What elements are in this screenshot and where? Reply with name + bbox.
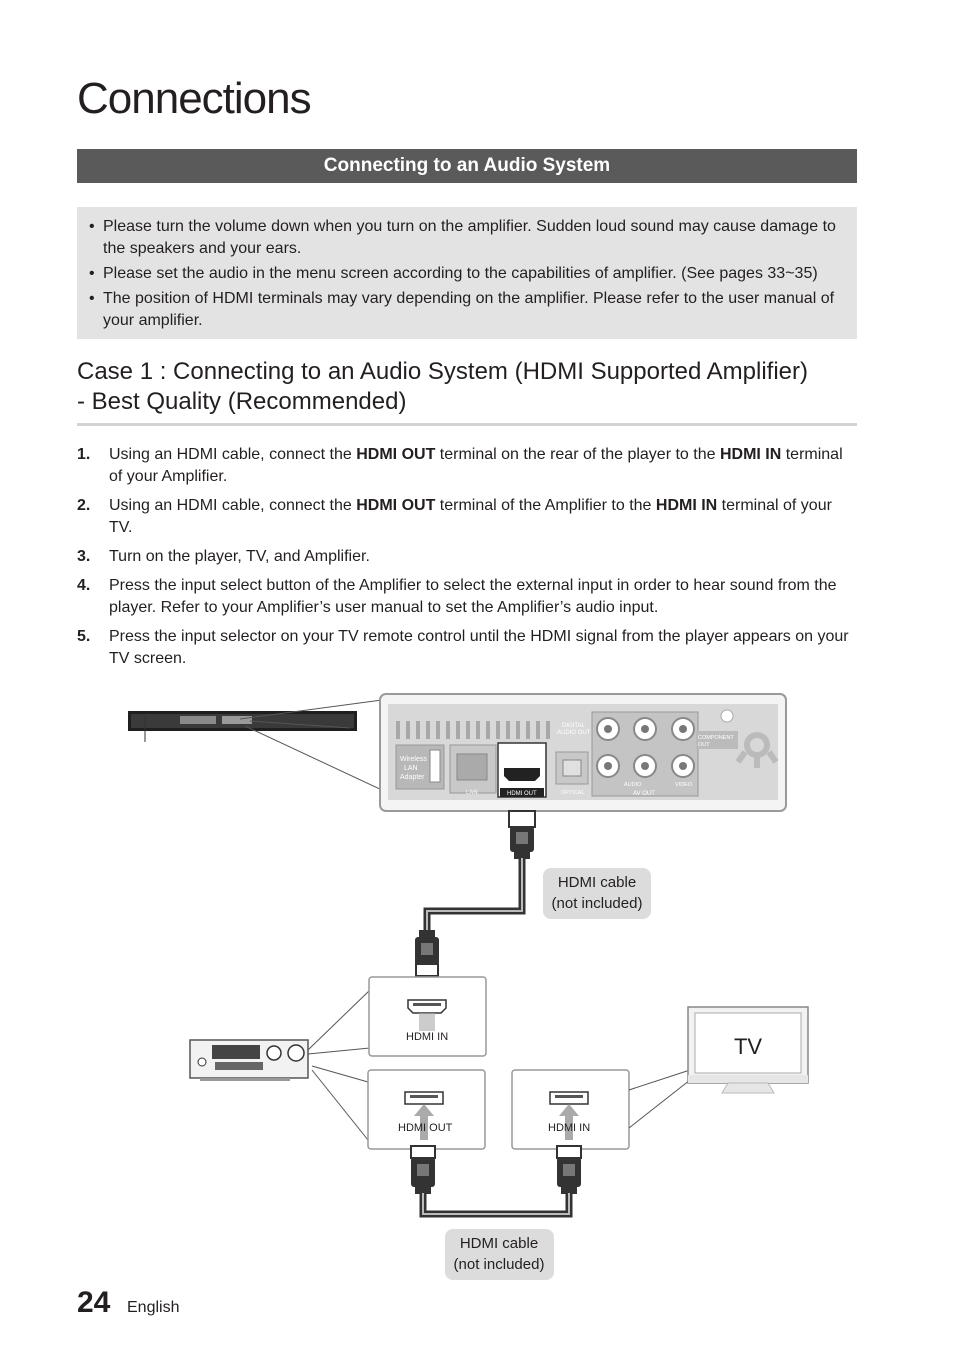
hdmi-cable-1 — [415, 810, 536, 977]
zoom-line — [307, 1047, 371, 1055]
av-out-label: AV OUT — [633, 791, 655, 797]
zoom-line — [311, 1065, 369, 1083]
optical-label: OPTICAL — [561, 790, 585, 796]
page-title: Connections — [77, 74, 312, 123]
zoom-line — [307, 989, 371, 1051]
hdmi-out-port-label: HDMI OUT — [507, 791, 537, 797]
page-number: 24 — [77, 1286, 111, 1319]
step-text: Turn on the player, TV, and Amplifier. — [109, 548, 370, 565]
step-item: 3. Turn on the player, TV, and Amplifier… — [77, 546, 857, 568]
hdmi-cable-2 — [410, 1145, 582, 1218]
amp-hdmi-in-label: HDMI IN — [406, 1031, 448, 1043]
bullet-icon: • — [89, 218, 95, 235]
wireless-lan-label: Wireless — [400, 756, 427, 763]
note-text: Please turn the volume down when you tur… — [103, 218, 836, 257]
case-heading: Case 1 : Connecting to an Audio System (… — [77, 357, 857, 426]
step-number: 5. — [77, 628, 91, 645]
zoom-line — [311, 1069, 369, 1141]
audio-label: AUDIO — [624, 782, 642, 788]
note-item: • The position of HDMI terminals may vary… — [89, 288, 847, 332]
note-item: • Please turn the volume down when you tu… — [89, 216, 847, 260]
note-text: Please set the audio in the menu screen … — [103, 265, 818, 282]
section-heading-bar: Connecting to an Audio System — [77, 149, 857, 183]
section-heading: Connecting to an Audio System — [323, 155, 611, 176]
zoom-line — [628, 1079, 691, 1129]
digital-audio-out-label: DIGITAL — [562, 723, 586, 729]
zoom-line — [244, 725, 383, 791]
svg-text:AUDIO OUT: AUDIO OUT — [557, 730, 591, 736]
amp-hdmi-out-port: HDMI OUT — [367, 1069, 486, 1150]
cable-callout-1-line1: HDMI cable — [558, 874, 636, 891]
bullet-icon: • — [89, 290, 95, 307]
step-list: 1. Using an HDMI cable, connect the HDMI… — [77, 444, 857, 677]
component-out-label: COMPONENT — [698, 735, 734, 741]
svg-text:LAN: LAN — [404, 765, 418, 772]
note-text: The position of HDMI terminals may vary … — [103, 290, 835, 329]
svg-text:Adapter: Adapter — [400, 774, 425, 781]
step-number: 2. — [77, 497, 91, 514]
connection-diagram: Wireless LAN Adapter LAN HDMI OUT DIGITA… — [128, 693, 809, 1280]
cable-callout-2-line2: (not included) — [454, 1256, 545, 1273]
step-number: 4. — [77, 577, 91, 594]
cable-callout-2-line1: HDMI cable — [460, 1235, 538, 1252]
amp-hdmi-out-label: HDMI OUT — [398, 1122, 453, 1134]
case-heading-line-2: - Best Quality (Recommended) — [77, 388, 407, 415]
svg-text:OUT: OUT — [698, 742, 710, 748]
step-item: 5. Press the input selector on your TV r… — [77, 626, 857, 670]
tv-hdmi-in-port: HDMI IN — [511, 1069, 630, 1150]
step-text: Press the input select button of the Amp… — [109, 577, 837, 616]
cable-callout-1-line2: (not included) — [552, 895, 643, 912]
zoom-line — [239, 699, 383, 720]
step-number: 3. — [77, 548, 91, 565]
bullet-icon: • — [89, 265, 95, 282]
player-device-icon — [128, 711, 357, 742]
cable-callout-2-bg — [445, 1229, 554, 1280]
caution-note-box: • Please turn the volume down when you tu… — [77, 207, 857, 339]
step-text: Using an HDMI cable, connect the HDMI OU… — [109, 446, 843, 485]
amp-hdmi-in-port: HDMI IN — [368, 976, 487, 1057]
case-heading-line-1: Case 1 : Connecting to an Audio System (… — [77, 358, 809, 385]
player-rear-panel: Wireless LAN Adapter LAN HDMI OUT DIGITA… — [379, 693, 787, 812]
tv-hdmi-in-label: HDMI IN — [548, 1122, 590, 1134]
step-item: 2. Using an HDMI cable, connect the HDMI… — [77, 495, 857, 539]
step-number: 1. — [77, 446, 91, 463]
zoom-line — [628, 1069, 691, 1091]
cable-callout-1-bg — [543, 868, 651, 919]
tv-device-icon: TV — [687, 1006, 809, 1094]
amplifier-device-icon — [189, 1039, 309, 1081]
fan-icon — [735, 732, 779, 768]
page-language: English — [127, 1299, 180, 1316]
tv-label: TV — [734, 1034, 762, 1059]
step-item: 1. Using an HDMI cable, connect the HDMI… — [77, 444, 857, 488]
lan-port-label: LAN — [466, 790, 478, 796]
step-item: 4. Press the input select button of the … — [77, 575, 857, 619]
note-item: • Please set the audio in the menu screen… — [89, 263, 847, 285]
video-label: VIDEO — [675, 782, 693, 788]
step-text: Press the input selector on your TV remo… — [109, 628, 849, 667]
step-text: Using an HDMI cable, connect the HDMI OU… — [109, 497, 832, 536]
